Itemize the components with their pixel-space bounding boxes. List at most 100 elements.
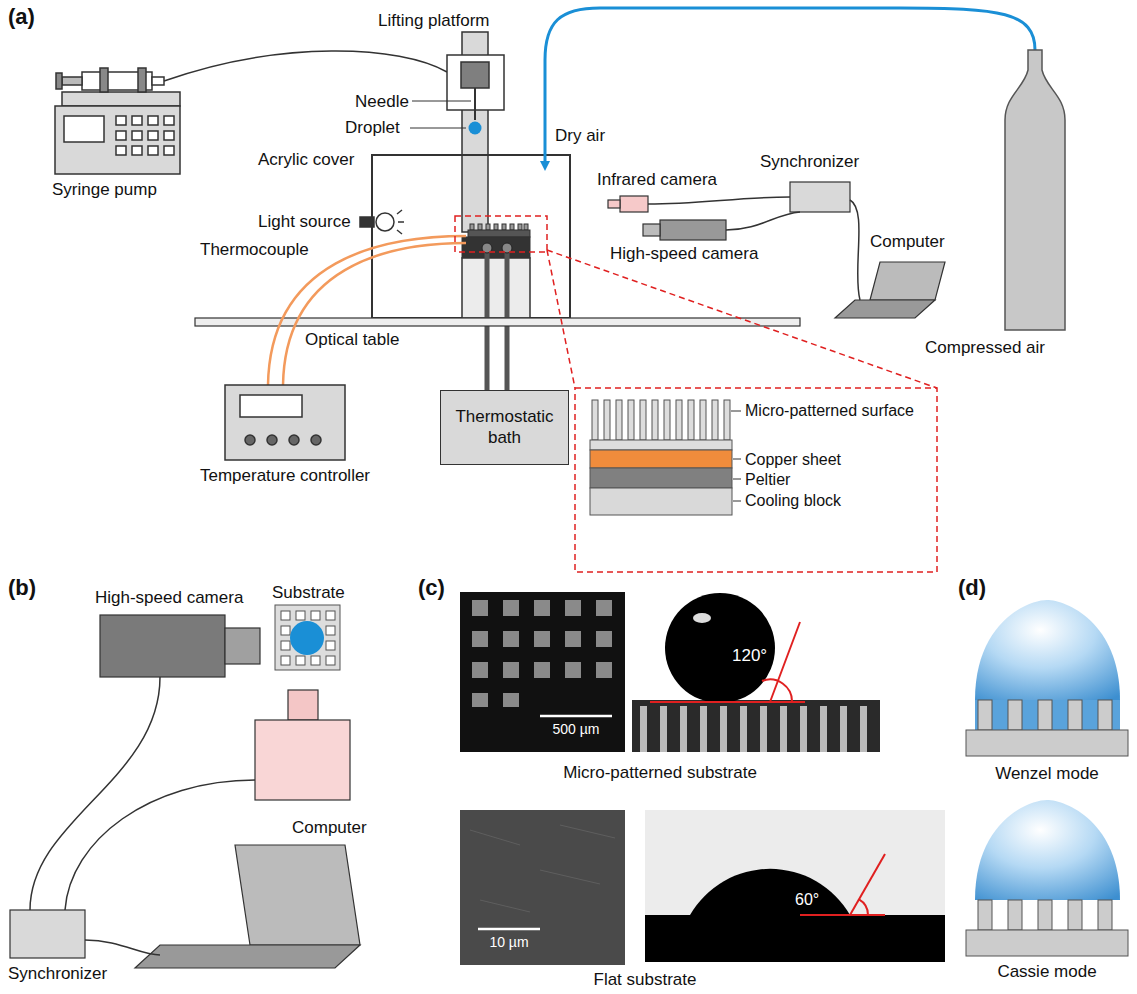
light-source xyxy=(360,210,404,234)
micro-pillar xyxy=(616,400,622,440)
micro-pillar xyxy=(590,440,732,450)
leader-line xyxy=(410,128,466,129)
droplet-cassie xyxy=(975,800,1120,900)
copper-sheet xyxy=(590,450,732,468)
part-label: Droplet xyxy=(345,118,400,138)
infrared-camera xyxy=(620,196,648,212)
micro-pillar xyxy=(688,400,694,440)
sem-pillar-grid xyxy=(472,631,488,647)
sem-pillar-grid xyxy=(503,600,519,616)
lifting-platform xyxy=(474,88,476,120)
sample-stage xyxy=(494,224,498,230)
substrate xyxy=(311,611,320,620)
part-label: Flat substrate xyxy=(594,970,697,990)
acrylic-cover xyxy=(372,155,570,318)
lifting-platform xyxy=(462,32,488,232)
bath-box: Thermostatic bath xyxy=(440,390,569,465)
panel-letter: (d) xyxy=(958,575,986,601)
pillar-gap xyxy=(740,706,747,752)
sem-pillar-grid xyxy=(596,662,612,678)
scale-bar xyxy=(540,715,612,718)
infrared-camera xyxy=(255,690,350,800)
contact-angle-line xyxy=(770,622,800,702)
syringe-pump xyxy=(164,116,174,125)
sem-pillar-grid xyxy=(565,631,581,647)
part-label: Dry air xyxy=(555,126,605,146)
high-speed-camera xyxy=(100,615,260,677)
substrate xyxy=(326,656,335,665)
temperature-controller xyxy=(225,385,345,460)
syringe-pump xyxy=(116,146,126,155)
part-label: Computer xyxy=(870,232,945,252)
syringe-pump xyxy=(148,131,158,140)
compressed-air-tank xyxy=(1005,50,1065,330)
temperature-controller xyxy=(245,435,255,445)
laptop xyxy=(235,845,360,945)
sample-stage xyxy=(502,224,506,230)
infrared-camera xyxy=(608,196,648,212)
contact-angle-line xyxy=(800,914,885,916)
zoom-outline xyxy=(455,216,547,252)
sem-pillar-grid xyxy=(503,693,519,707)
zoom-outline xyxy=(547,250,575,388)
high-speed-camera xyxy=(225,628,260,664)
signal-cable xyxy=(65,780,255,910)
sample-stage xyxy=(486,224,490,230)
syringe-pump xyxy=(62,77,82,85)
pillar-gap xyxy=(640,706,867,752)
leader-line xyxy=(410,101,471,128)
leader-line xyxy=(733,479,741,480)
syringe-pump xyxy=(132,146,142,155)
sem-pillar-grid xyxy=(534,600,550,616)
part-label: Light source xyxy=(258,212,351,232)
signal-cable xyxy=(850,200,860,300)
substrate-pillar xyxy=(966,700,1128,756)
part-label: Copper sheet xyxy=(745,450,841,469)
sem-pillar-grid xyxy=(472,600,488,616)
syringe-pump xyxy=(132,116,142,125)
syringe-pump xyxy=(62,92,180,106)
laptop xyxy=(835,300,935,318)
sample-stage xyxy=(462,224,530,318)
high-speed-camera xyxy=(100,615,225,677)
pillar-gap xyxy=(780,706,787,752)
sem-pillar-grid xyxy=(503,662,519,678)
optical-table xyxy=(195,318,800,326)
temperature-controller xyxy=(240,395,302,417)
part-label: Synchronizer xyxy=(760,152,859,172)
substrate xyxy=(275,605,340,670)
pillar-gap xyxy=(820,706,827,752)
substrate xyxy=(311,656,320,665)
micro-pillar xyxy=(628,400,634,440)
substrate-pillar xyxy=(966,930,1128,956)
pillar-band xyxy=(632,700,880,752)
scale-bar xyxy=(478,928,540,931)
temperature-controller xyxy=(267,435,277,445)
substrate-pillar xyxy=(978,700,992,730)
substrate-pillar xyxy=(1098,900,1112,930)
lifting-platform xyxy=(447,32,504,232)
light-source xyxy=(397,210,402,214)
substrate-pillar xyxy=(1008,700,1022,730)
micro-pillar xyxy=(724,400,730,440)
part-label: 500 µm xyxy=(553,721,600,738)
zoom-outline xyxy=(575,388,937,572)
pillar-gap xyxy=(760,706,767,752)
temperature-controller xyxy=(225,385,345,460)
pillar-gap xyxy=(800,706,807,752)
synchronizer-box xyxy=(790,182,850,212)
micro-pillar xyxy=(652,400,658,440)
sem-image xyxy=(460,592,625,752)
light-source xyxy=(398,221,404,223)
cooling-block xyxy=(590,488,732,515)
syringe-pump xyxy=(116,116,126,125)
droplet xyxy=(290,621,324,655)
signal-cable xyxy=(648,197,790,204)
sample-stage xyxy=(510,224,514,230)
sem-texture xyxy=(470,830,520,845)
signal-cable xyxy=(726,212,800,230)
pillar-gap xyxy=(840,706,847,752)
sample-stage xyxy=(478,224,482,230)
